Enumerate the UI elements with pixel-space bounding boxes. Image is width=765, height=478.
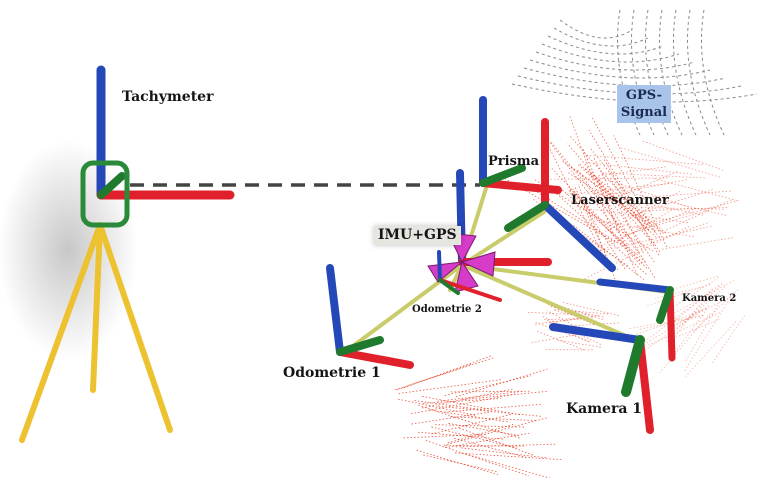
scan-streak [398,399,476,415]
scan-streak [685,301,729,371]
scan-streak [422,396,521,415]
label-tachymeter: Tachymeter [122,90,213,104]
gps-signal-line1: GPS- [626,88,662,103]
scan-streak [423,399,500,404]
scan-streak [621,148,719,177]
scan-streak [685,322,735,377]
scan-streak [712,315,745,363]
scan-streak [435,425,525,427]
label-kamera-1: Kamera 1 [566,402,642,416]
scan-streak [682,284,722,325]
gps-wave [554,28,648,46]
scan-streak [666,200,731,230]
scan-streak [624,211,707,235]
gps-signal-badge: GPS- Signal [617,85,671,123]
scan-streak [430,410,509,422]
scan-streak [462,391,548,400]
scan-streak [550,178,668,179]
scan-streak [592,116,656,233]
gps-wave [702,10,725,135]
scan-streak [585,155,703,164]
scan-streak [456,369,547,397]
scan-streak [661,238,732,250]
gps-wave [542,44,679,62]
label-odometrie-2: Odometrie 2 [412,305,482,315]
scan-streak [404,434,487,438]
scan-streak [629,315,703,328]
gps-wave [536,52,694,70]
label-odometrie-1: Odometrie 1 [283,366,381,380]
scan-streak [455,453,563,460]
odometrie-1-frame [330,268,410,365]
gps-wave [560,20,632,38]
scan-streak [461,448,546,458]
gps-wave [530,60,710,78]
gps-signal-line2: Signal [621,105,667,120]
label-imu-gps: IMU+GPS [374,226,461,245]
scan-streak [397,356,491,390]
label-kamera-2: Kamera 2 [682,294,736,304]
scan-streak [403,364,473,388]
scan-streak [438,406,542,416]
scan-streak [431,414,512,434]
tripod-shadow [0,140,138,360]
scan-streak [417,450,498,475]
label-laserscanner: Laserscanner [571,194,669,207]
scan-streak [418,432,505,439]
scan-streak [601,173,705,178]
scan-streak [448,424,514,443]
gps-wave [674,10,697,135]
label-prisma: Prisma [488,155,539,168]
scan-streak [459,428,534,455]
scan-streak [671,285,718,324]
